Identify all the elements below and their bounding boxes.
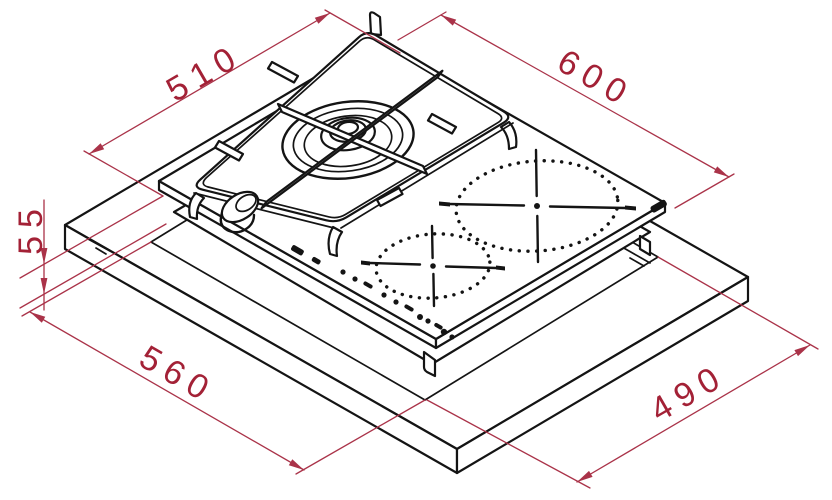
touch-dot — [417, 314, 423, 320]
zone-center-dot — [534, 203, 540, 209]
extension-line — [397, 11, 735, 209]
touch-dot — [352, 276, 358, 282]
brand-logo — [650, 199, 667, 213]
zone-center-dot — [430, 263, 436, 269]
grid-stub-right — [426, 112, 458, 135]
grid-foot-front — [327, 225, 344, 258]
grid-foot-back — [368, 11, 383, 37]
dimension-label-510: 510 — [160, 36, 249, 109]
gas-grid — [188, 11, 518, 258]
grid-foot-left — [188, 191, 206, 221]
tray-right-foot — [638, 234, 652, 257]
dimension-label-600: 600 — [551, 42, 640, 115]
wok-ring-outer — [281, 100, 415, 180]
induction-dotted-ring — [374, 232, 492, 300]
induction-zone-large — [439, 148, 636, 264]
grid-front-thickness — [193, 122, 514, 229]
arrowhead — [40, 278, 48, 294]
dimension-label-55: 55 — [12, 201, 50, 255]
touch-controls — [291, 245, 455, 340]
arrowhead — [314, 13, 330, 24]
grid-stub-left — [213, 139, 245, 162]
grid-rail-vertical — [260, 69, 444, 210]
arrowhead — [30, 312, 46, 323]
induction-crosshair — [447, 148, 627, 264]
grid-inner-frame — [202, 36, 503, 219]
igniter-mark — [291, 245, 304, 256]
touch-dot — [440, 328, 448, 336]
knob-body — [219, 211, 256, 234]
arrowhead — [713, 166, 729, 177]
wok-ring-inner — [303, 114, 393, 168]
grid-stub-front — [375, 186, 404, 208]
mounting-bracket-right — [621, 246, 651, 267]
arrowhead — [441, 15, 457, 26]
touch-dot — [381, 292, 387, 298]
extension-line — [83, 9, 401, 197]
dimension-line — [440, 14, 730, 178]
knob-inner — [235, 193, 257, 213]
touch-dot — [340, 269, 346, 275]
mounting-bracket-left — [87, 238, 111, 255]
dimension-label-560: 560 — [133, 338, 222, 411]
touch-dot — [449, 334, 455, 340]
dimension-line — [576, 344, 811, 483]
dimension-line — [29, 311, 305, 471]
dimension-label-490: 490 — [644, 356, 733, 429]
touch-dot — [393, 299, 399, 305]
tray-front-foot — [422, 350, 437, 378]
arrowhead — [577, 470, 593, 482]
arrowhead — [794, 345, 810, 357]
worktop-front-right-face — [455, 275, 750, 475]
dimension-55-built-in-height: 55 — [12, 195, 167, 311]
wok-ring-mid — [292, 107, 404, 173]
extension-line — [426, 256, 819, 489]
arrowhead — [288, 459, 304, 470]
induction-zone-small — [361, 224, 505, 308]
induction-dotted-ring — [454, 159, 620, 253]
extension-line — [21, 241, 426, 475]
knob-top — [220, 190, 260, 224]
touch-dash — [363, 281, 373, 289]
touch-dash — [434, 323, 443, 330]
arrowhead — [89, 143, 105, 154]
arrowhead — [40, 248, 48, 264]
touch-dash — [404, 304, 414, 312]
touch-dot — [425, 318, 431, 324]
grid-stub-back — [266, 60, 300, 84]
induction-crosshair — [368, 224, 498, 308]
dimension-line — [88, 12, 331, 155]
hob — [157, 11, 667, 378]
control-knob — [219, 190, 260, 234]
igniter-mark — [311, 257, 321, 265]
